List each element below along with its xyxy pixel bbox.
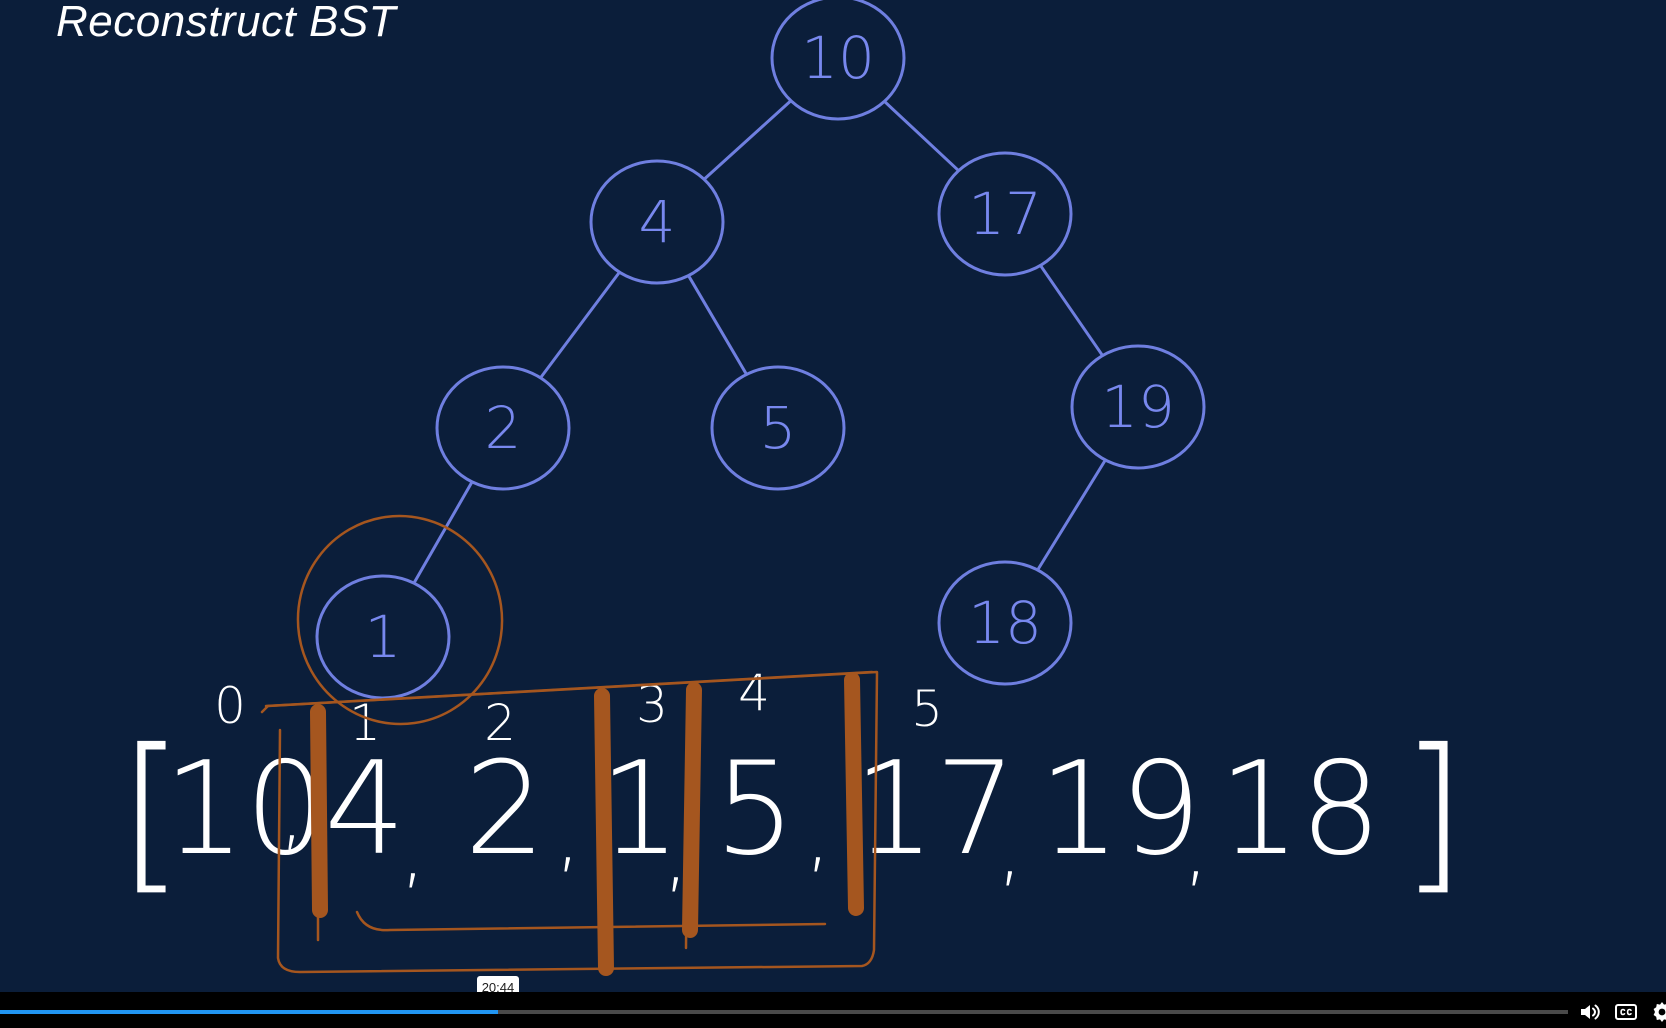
hand-annotations (260, 514, 879, 976)
tree-node: 10 (770, 0, 906, 121)
node-label: 5 (760, 394, 797, 462)
tree-node: 5 (710, 365, 846, 491)
partition-marker (682, 682, 702, 938)
partition-marker (310, 704, 328, 918)
node-label: 17 (968, 180, 1042, 248)
array-value: 18 (1219, 735, 1382, 884)
node-label: 4 (639, 188, 676, 256)
tree-node: 2 (435, 365, 571, 491)
tree-edge (687, 275, 748, 375)
node-label: 18 (968, 589, 1042, 657)
tree-node: 18 (937, 560, 1073, 686)
node-circle (589, 159, 725, 285)
array-index: 4 (738, 664, 770, 722)
node-label: 10 (801, 24, 875, 92)
array-value: 1 (599, 735, 680, 884)
array-comma: , (400, 804, 425, 897)
tree-node: 17 (937, 151, 1073, 277)
array-value: 17 (854, 735, 1017, 884)
slide-title: Reconstruct BST (56, 0, 397, 46)
tree-node: 4 (589, 159, 725, 285)
array-value: 5 (714, 735, 795, 884)
node-circle (937, 151, 1073, 277)
subarray-box-top (264, 670, 874, 708)
volume-button[interactable] (1578, 1000, 1602, 1024)
node-circle (435, 365, 571, 491)
highlight-circle (296, 514, 504, 726)
array-index: 0 (214, 677, 246, 735)
tree-edge (539, 271, 621, 379)
array-comma: , (997, 802, 1022, 895)
partition-marker (594, 688, 614, 976)
node-label: 2 (485, 394, 522, 462)
node-circle (937, 560, 1073, 686)
array-comma: , (555, 788, 580, 881)
gear-icon (1653, 1002, 1666, 1022)
closed-captions-icon (1615, 1004, 1637, 1020)
array-comma: , (279, 766, 304, 859)
array-index: 5 (911, 680, 943, 738)
node-label: 19 (1101, 373, 1175, 441)
closed-captions-button[interactable] (1614, 1000, 1638, 1024)
tree-nodes: 10 4 17 2 5 19 1 18 (315, 0, 1206, 700)
left-subtree-bracket (355, 910, 827, 932)
array-close-bracket: ] (1400, 713, 1466, 911)
array-comma: , (805, 788, 830, 881)
node-circle (770, 0, 906, 121)
node-circle (1070, 344, 1206, 470)
tree-edge (413, 482, 473, 583)
tree-edge (702, 99, 793, 181)
progress-bar[interactable] (0, 1010, 1568, 1014)
tree-node: 1 (315, 574, 451, 700)
partition-marker (844, 672, 864, 916)
array-index: 1 (349, 694, 381, 752)
array-index: 2 (484, 694, 516, 752)
array-comma: , (1183, 802, 1208, 895)
array-value: 19 (1039, 735, 1202, 884)
tree-edge (883, 100, 960, 172)
settings-button[interactable] (1650, 1000, 1666, 1024)
node-label: 1 (365, 603, 402, 671)
node-circle (315, 574, 451, 700)
array-value: 2 (464, 735, 545, 884)
tree-edges (413, 99, 1106, 583)
tree-node: 19 (1070, 344, 1206, 470)
node-circle (710, 365, 846, 491)
array-value: 4 (324, 735, 405, 884)
array-open-bracket: [ (118, 713, 184, 911)
tree-edge (1039, 265, 1104, 356)
video-control-bar (0, 992, 1666, 1028)
progress-fill (0, 1010, 498, 1014)
subarray-box (260, 670, 879, 974)
array-value: 10 (164, 735, 327, 884)
volume-icon (1581, 1004, 1600, 1020)
tree-edge (1037, 459, 1106, 571)
